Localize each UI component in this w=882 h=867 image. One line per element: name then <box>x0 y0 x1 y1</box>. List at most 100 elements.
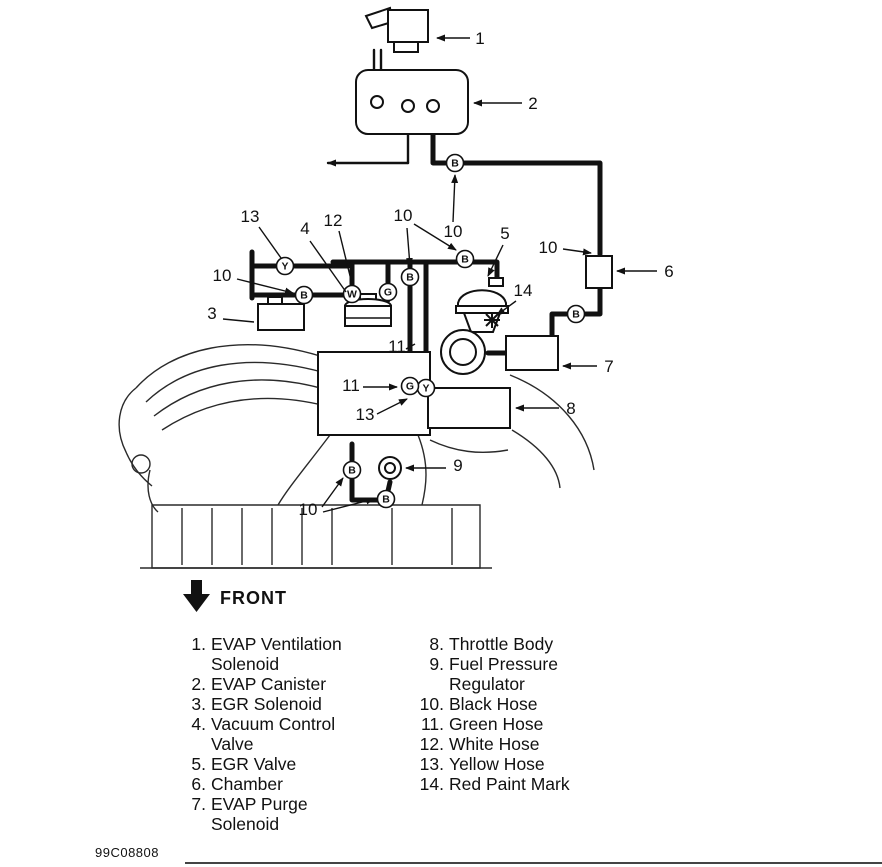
legend-item-green-hose: 11. Green Hose <box>406 714 570 734</box>
vacuum-control-valve <box>344 293 392 327</box>
legend-number: 5. <box>191 754 206 774</box>
callout-14: 14 <box>514 281 533 300</box>
legend-item-red-paint-mark: 14. Red Paint Mark <box>406 774 570 794</box>
legend-label: Chamber <box>211 774 283 794</box>
vacuum-hose-diagram: B B B B B B B Y <box>118 6 674 612</box>
legend-label: Yellow Hose <box>449 754 545 774</box>
legend-item-yellow-hose: 13. Yellow Hose <box>406 754 570 774</box>
hose-marker-yellow: Y <box>275 256 295 276</box>
legend-label-line2: Solenoid <box>211 814 280 834</box>
legend-number: 2. <box>191 674 206 694</box>
hose-marker-black: B <box>445 153 465 173</box>
legend-label: Black Hose <box>449 694 538 714</box>
callout-pointers <box>222 34 657 513</box>
legend-number: 14. <box>419 774 444 794</box>
legend-number: 11. <box>420 714 444 734</box>
evap-ventilation-solenoid <box>364 6 429 53</box>
egr-solenoid <box>257 296 305 331</box>
callout-5: 5 <box>500 224 509 243</box>
legend-label: Fuel Pressure <box>449 654 558 674</box>
legend-label: Red Paint Mark <box>449 774 570 794</box>
legend-label: Green Hose <box>449 714 544 734</box>
hose-marker-black: B <box>566 304 586 324</box>
callout-10: 10 <box>539 238 558 257</box>
callout-12: 12 <box>324 211 343 230</box>
svg-text:B: B <box>451 158 459 170</box>
hose-marker-green: G <box>400 376 420 396</box>
front-label: FRONT <box>220 588 287 608</box>
callout-11: 11 <box>342 376 360 395</box>
legend-number: 7. <box>191 794 206 814</box>
callout-1: 1 <box>475 29 484 48</box>
legend-item-chamber: 6. Chamber <box>168 774 368 794</box>
legend-label: White Hose <box>449 734 540 754</box>
legend-label: EGR Solenoid <box>211 694 322 714</box>
legend-number: 6. <box>191 774 206 794</box>
legend-item-egr-valve: 5. EGR Valve <box>168 754 368 774</box>
egr-valve <box>455 277 509 333</box>
legend-number: 13. <box>419 754 444 774</box>
evap-purge-solenoid <box>505 335 559 371</box>
legend-item-egr-solenoid: 3. EGR Solenoid <box>168 694 368 714</box>
solenoid-to-canister-lines <box>372 48 383 72</box>
legend-number: 9. <box>429 654 444 674</box>
callout-10: 10 <box>299 500 318 519</box>
legend-label: EVAP Canister <box>211 674 327 694</box>
legend-label-line2: Regulator <box>449 674 525 694</box>
throttle-body <box>317 329 511 436</box>
callout-13: 13 <box>241 207 260 226</box>
callout-6: 6 <box>664 262 673 281</box>
callout-4: 4 <box>300 219 309 238</box>
evap-canister <box>355 69 469 135</box>
svg-text:B: B <box>348 465 356 477</box>
svg-text:Y: Y <box>281 261 288 273</box>
svg-text:B: B <box>406 272 414 284</box>
legend-label: EVAP Ventilation <box>211 634 342 654</box>
svg-text:W: W <box>347 289 357 301</box>
legend-label: EVAP Purge <box>211 794 308 814</box>
legend-item-black-hose: 10. Black Hose <box>406 694 570 714</box>
svg-text:Y: Y <box>422 383 429 395</box>
svg-text:B: B <box>300 290 308 302</box>
legend-item-white-hose: 12. White Hose <box>406 734 570 754</box>
legend-number: 3. <box>191 694 206 714</box>
front-arrow-icon <box>183 580 210 612</box>
svg-text:G: G <box>406 381 414 393</box>
document-code: 99C08808 <box>95 845 159 860</box>
legend-item-evap-canister: 2. EVAP Canister <box>168 674 368 694</box>
chamber <box>585 255 613 289</box>
svg-text:G: G <box>384 287 392 299</box>
front-indicator: FRONT <box>183 580 287 612</box>
hose-marker-black: B <box>376 489 396 509</box>
legend-item-throttle-body: 8. Throttle Body <box>406 634 570 654</box>
hose-marker-black: B <box>400 267 420 287</box>
legend-label: Throttle Body <box>449 634 554 654</box>
callout-7: 7 <box>604 357 613 376</box>
svg-text:B: B <box>572 309 580 321</box>
callout-3: 3 <box>207 304 216 323</box>
legend-number: 8. <box>429 634 444 654</box>
red-paint-mark <box>484 312 500 328</box>
hose-marker-green: G <box>378 282 398 302</box>
callout-13: 13 <box>356 405 375 424</box>
callout-10: 10 <box>444 222 463 241</box>
hose-marker-black: B <box>342 460 362 480</box>
legend-number: 1. <box>191 634 206 654</box>
callout-numbers: 1 2 3 4 5 6 7 8 9 10 10 10 10 10 11 11 1… <box>207 29 673 519</box>
svg-text:B: B <box>461 254 469 266</box>
hose-marker-black: B <box>455 249 475 269</box>
fuel-pressure-regulator <box>378 456 402 480</box>
legend-number: 12. <box>419 734 444 754</box>
legend-label-line2: Valve <box>211 734 254 754</box>
legend-label: Vacuum Control <box>211 714 336 734</box>
legend-label: EGR Valve <box>211 754 297 774</box>
callout-10: 10 <box>213 266 232 285</box>
callout-11: 11 <box>388 337 406 356</box>
bottom-divider <box>185 862 882 864</box>
